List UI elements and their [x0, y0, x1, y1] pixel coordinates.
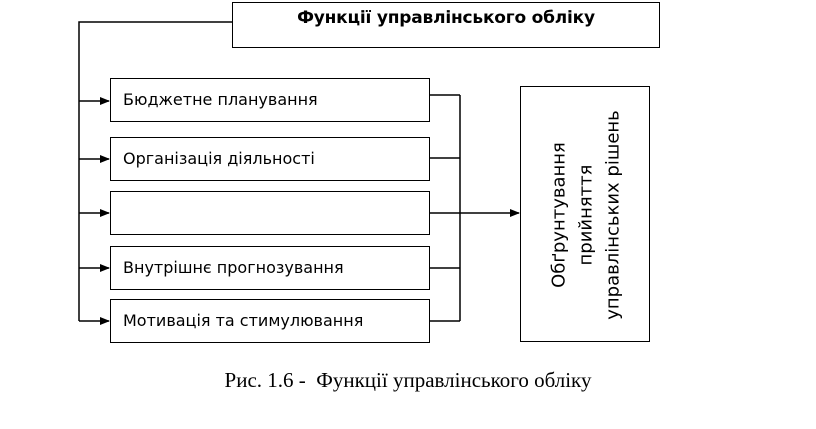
- function-box-budget-planning: Бюджетне планування: [110, 78, 430, 122]
- result-line: управлінських рішень: [602, 110, 624, 320]
- function-box-internal-forecasting: Внутрішнє прогнозування: [110, 246, 430, 290]
- result-box: Обґрунтування прийняття управлінських рі…: [520, 86, 650, 342]
- function-box-motivation: Мотивація та стимулювання: [110, 299, 430, 343]
- function-label: Бюджетне планування: [123, 90, 318, 109]
- result-line: прийняття: [575, 164, 597, 266]
- left-trunk-line: [78, 21, 232, 321]
- result-line: Обґрунтування: [548, 142, 570, 288]
- result-text: Обґрунтування прийняття управлінських рі…: [546, 87, 627, 343]
- diagram-title: Функції управлінського обліку: [297, 8, 595, 28]
- function-box-empty: [110, 191, 430, 235]
- function-box-activity-organization: Організація діяльності: [110, 137, 430, 181]
- title-box: Функції управлінського обліку: [232, 2, 660, 48]
- function-label: Мотивація та стимулювання: [123, 311, 364, 330]
- figure-caption: Рис. 1.6 - Функції управлінського обліку: [224, 368, 592, 392]
- function-label: Організація діяльності: [123, 149, 315, 168]
- function-label: Внутрішнє прогнозування: [123, 258, 344, 277]
